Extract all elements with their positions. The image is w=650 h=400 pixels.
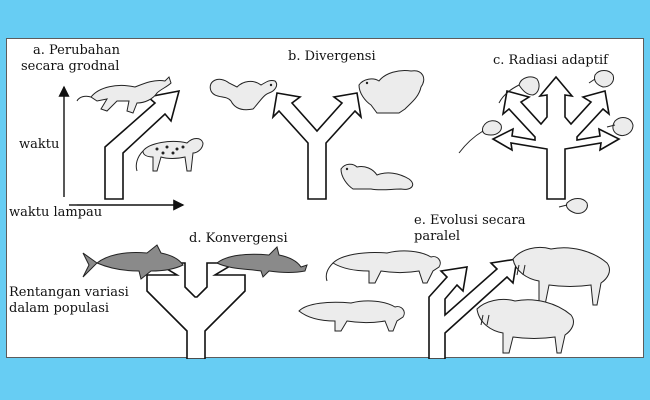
cheetah-running-sketch <box>76 76 172 114</box>
label-variation-range-line1: Rentangan variasi <box>9 285 129 300</box>
evolution-patterns-diagram <box>58 70 634 359</box>
bird-head-1-sketch <box>498 76 540 104</box>
arrow-divergence <box>271 92 363 200</box>
label-waktu-lampau: waktu lampau <box>9 205 103 220</box>
arrow-adaptive-radiation <box>491 75 621 200</box>
label-convergence: d. Konvergensi <box>189 231 288 246</box>
sabertooth-cat-4-sketch <box>476 298 574 354</box>
sabertooth-cat-1-sketch <box>325 250 441 284</box>
label-gradual-change-line1: a. Perubahan <box>33 43 121 58</box>
diagram-panel: a. Perubahan secara grodnal waktu waktu … <box>6 38 644 359</box>
squirrel-left-sketch <box>209 78 278 111</box>
arrow-convergence <box>146 262 246 359</box>
shark-sketch <box>82 244 184 280</box>
bird-head-2-sketch <box>588 70 614 88</box>
squirrel-right-sketch <box>358 70 425 114</box>
label-waktu: waktu <box>19 137 60 152</box>
label-parallel-evolution-line2: paralel <box>414 229 461 244</box>
leopard-standing-sketch <box>135 138 204 172</box>
arrow-parallel-evolution <box>428 258 518 359</box>
bird-head-5-sketch <box>558 198 588 214</box>
sabertooth-cat-3-sketch <box>512 246 610 306</box>
label-gradual-change-line2: secara grodnal <box>21 59 120 74</box>
label-variation-range-line2: dalam populasi <box>9 301 110 316</box>
label-adaptive-radiation: c. Radiasi adaptif <box>493 53 608 68</box>
bird-head-3-sketch <box>458 120 502 154</box>
label-parallel-evolution-line1: e. Evolusi secara <box>414 213 526 228</box>
dolphin-sketch <box>216 246 308 278</box>
sabertooth-cat-2-sketch <box>298 300 405 332</box>
bird-head-4-sketch <box>606 117 634 136</box>
arrow-gradual-change <box>104 89 181 200</box>
squirrel-bottom-sketch <box>340 163 414 191</box>
label-divergence: b. Divergensi <box>288 49 376 64</box>
